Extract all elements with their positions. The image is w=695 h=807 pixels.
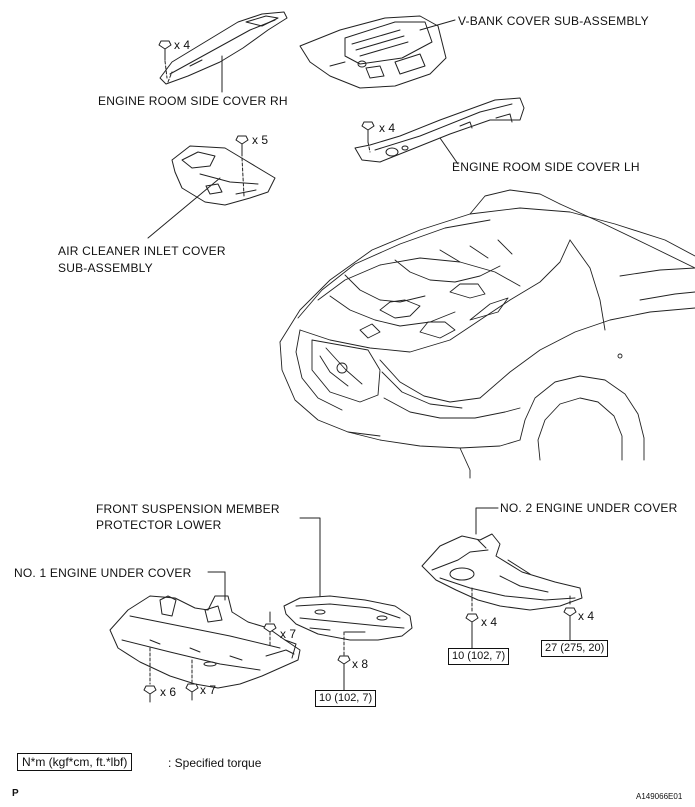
no2-bolt-quantity-b: x 4 — [578, 609, 595, 623]
no1-bolt-quantity-c: x 7 — [200, 683, 217, 697]
no2-bolt-quantity-a: x 4 — [481, 615, 498, 629]
bolt-icon — [235, 135, 249, 197]
torque-legend-box: N*m (kgf*cm, ft.*lbf) — [17, 753, 133, 771]
corner-mark: P — [12, 788, 19, 799]
rh-bolt-quantity: x 4 — [174, 38, 191, 52]
figure-id: A149066E01 — [636, 792, 683, 801]
bolt-icon — [185, 659, 199, 701]
v-bank-cover-label: V-BANK COVER SUB-ASSEMBLY — [458, 14, 649, 28]
air-cleaner-bolt-quantity: x 5 — [252, 133, 269, 147]
air-cleaner-cover-part — [171, 145, 276, 206]
front-suspension-protector-part — [283, 595, 413, 641]
leader-line — [475, 507, 499, 535]
leader-line — [439, 137, 459, 165]
torque-legend-description: : Specified torque — [168, 756, 262, 770]
vehicle-front-outline — [279, 189, 695, 479]
air-cleaner-label-line1: AIR CLEANER INLET COVER — [58, 244, 226, 258]
no1-bolt-quantity-b: x 6 — [160, 685, 177, 699]
side-cover-rh-label: ENGINE ROOM SIDE COVER RH — [98, 94, 288, 108]
no1-under-cover-label: NO. 1 ENGINE UNDER COVER — [14, 566, 192, 580]
front-suspension-bolt-quantity: x 8 — [352, 657, 369, 671]
v-bank-cover-part — [299, 15, 447, 89]
bolt-icon — [361, 121, 375, 153]
no2-torque-box-b: 27 (275, 20) — [541, 640, 609, 657]
side-cover-rh-part — [159, 11, 288, 85]
air-cleaner-label-line2: SUB-ASSEMBLY — [58, 261, 153, 275]
no1-under-cover-part — [109, 595, 301, 689]
bolt-icon — [337, 631, 351, 677]
bolt-icon — [465, 587, 479, 635]
no1-bolt-quantity-a: x 7 — [280, 627, 297, 641]
front-suspension-label-line1: FRONT SUSPENSION MEMBER — [96, 502, 280, 516]
bolt-icon — [158, 40, 172, 79]
no2-under-cover-label: NO. 2 ENGINE UNDER COVER — [500, 501, 678, 515]
front-suspension-label-line2: PROTECTOR LOWER — [96, 518, 222, 532]
bolt-icon — [563, 595, 577, 629]
side-cover-lh-label: ENGINE ROOM SIDE COVER LH — [452, 160, 640, 174]
leader-line — [299, 517, 321, 597]
lh-bolt-quantity: x 4 — [379, 121, 396, 135]
front-suspension-torque-box: 10 (102, 7) — [315, 690, 377, 707]
no2-torque-box-a: 10 (102, 7) — [448, 648, 510, 665]
leader-line — [419, 19, 456, 31]
side-cover-lh-part — [354, 97, 525, 163]
bolt-icon — [263, 611, 277, 647]
bolt-icon — [143, 647, 157, 703]
leader-line — [147, 177, 221, 239]
no2-under-cover-part — [421, 533, 583, 611]
